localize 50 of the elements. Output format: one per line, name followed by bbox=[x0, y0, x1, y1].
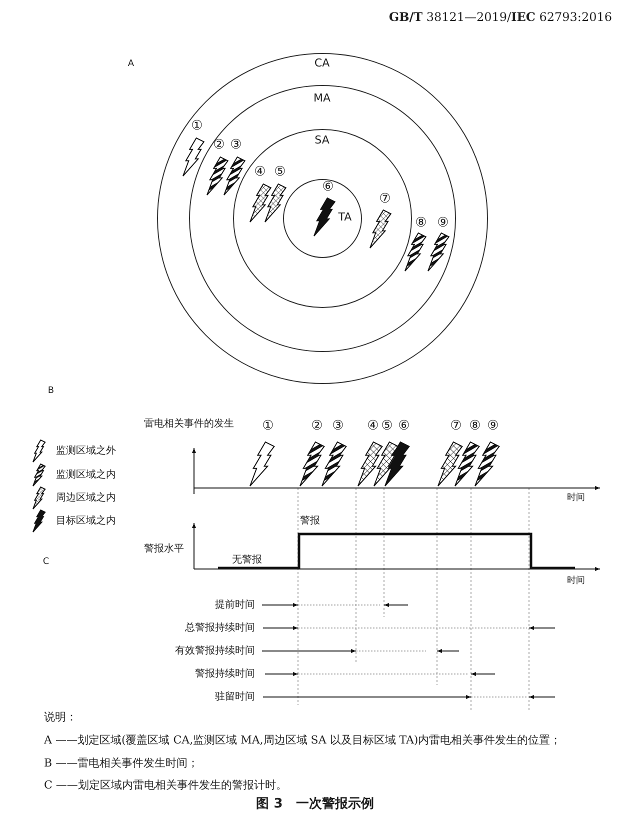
section-letter: A bbox=[128, 58, 134, 70]
event-number: ④ bbox=[367, 420, 379, 434]
event-number: ① bbox=[191, 120, 203, 134]
zone-circle bbox=[157, 53, 488, 384]
header-text: GB/T 38121—2019/IEC 62793:2016 bbox=[388, 11, 612, 25]
legend-text: 监测区域之外 bbox=[56, 445, 116, 457]
note-text: A ——划定区域(覆盖区域 CA,监测区域 MA,周边区域 SA 以及目标区域 TA)内雷电相关事件发生的位置； bbox=[44, 734, 562, 748]
zone-circle bbox=[283, 179, 362, 258]
zone-label: MA bbox=[314, 92, 330, 104]
event-number: ⑤ bbox=[381, 420, 393, 434]
axis-label: 时间 bbox=[567, 492, 585, 504]
event-number: ⑥ bbox=[322, 180, 334, 196]
event-number: ④ bbox=[254, 166, 266, 180]
zone-circle bbox=[233, 129, 412, 308]
note-heading: 说明： bbox=[44, 712, 77, 724]
zone-circle bbox=[189, 85, 456, 352]
timing-label: 驻留时间 bbox=[215, 691, 255, 703]
zone-label: TA bbox=[338, 210, 352, 224]
event-number: ⑧ bbox=[415, 216, 427, 232]
legend-text: 周边区域之内 bbox=[56, 492, 116, 504]
timing-label: 警报持续时间 bbox=[195, 668, 255, 680]
section-letter: C bbox=[42, 556, 50, 568]
timing-label: 有效警报持续时间 bbox=[175, 645, 255, 657]
event-number: ⑦ bbox=[450, 420, 462, 434]
event-number: ⑨ bbox=[437, 216, 449, 232]
legend-text: 目标区域之内 bbox=[56, 515, 116, 527]
event-number: ③ bbox=[230, 138, 242, 154]
note-text: B ——雷电相关事件发生时间； bbox=[44, 758, 199, 770]
timing-label: 总警报持续时间 bbox=[185, 622, 255, 634]
event-number: ⑧ bbox=[469, 420, 481, 434]
event-number: ⑥ bbox=[398, 420, 410, 434]
event-number: ① bbox=[262, 420, 274, 434]
timing-label: 提前时间 bbox=[215, 599, 255, 611]
event-number: ⑦ bbox=[379, 192, 391, 208]
event-number: ⑨ bbox=[487, 420, 499, 434]
event-number: ② bbox=[213, 138, 225, 154]
zone-label: CA bbox=[314, 56, 330, 70]
figure-caption: 图 3 一次警报示例 bbox=[256, 798, 374, 812]
level-label: 无警报 bbox=[232, 554, 262, 566]
section-letter: B bbox=[48, 386, 54, 396]
event-number: ③ bbox=[332, 420, 344, 434]
level-label: 警报 bbox=[300, 515, 320, 527]
axis-label: 时间 bbox=[567, 576, 585, 586]
event-number: ② bbox=[311, 420, 323, 434]
zone-label: SA bbox=[314, 134, 330, 146]
note-text: C ——划定区域内雷电相关事件发生的警报计时。 bbox=[44, 780, 287, 792]
event-number: ⑤ bbox=[274, 166, 286, 180]
axis-title: 警报水平 bbox=[144, 543, 184, 555]
axis-title: 雷电相关事件的发生 bbox=[144, 418, 234, 430]
legend-text: 监测区域之内 bbox=[56, 469, 116, 481]
